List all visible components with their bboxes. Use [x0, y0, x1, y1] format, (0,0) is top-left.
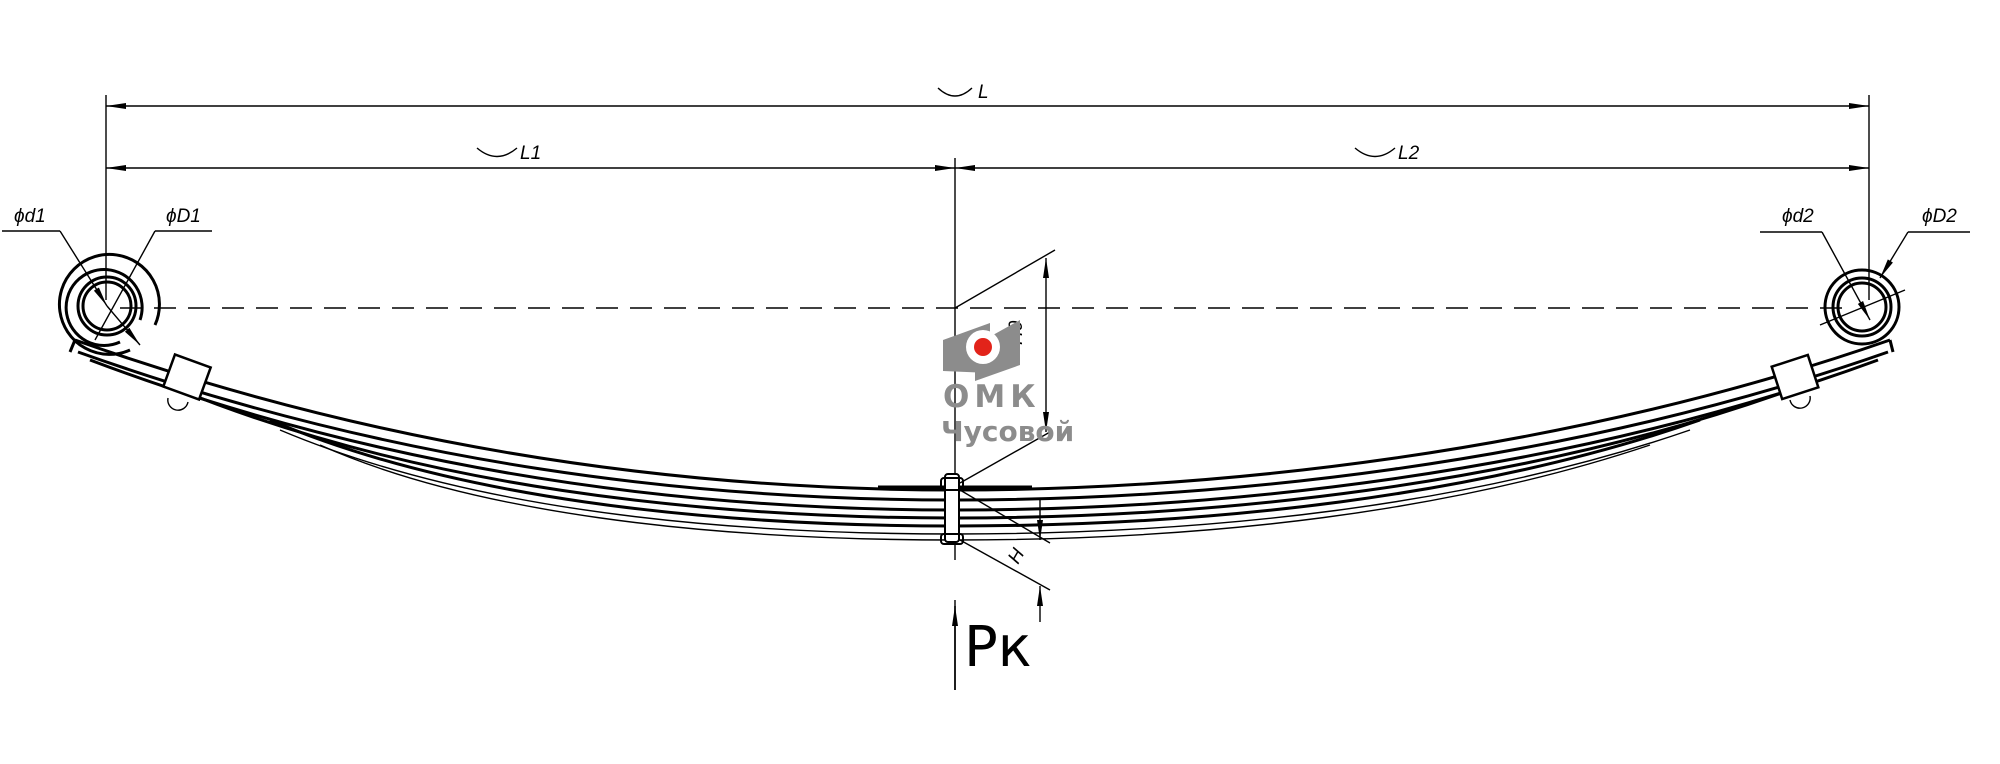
h0-extension-line: [959, 431, 1051, 484]
right-eye-outer-diameter-label: ϕD2: [1922, 206, 1957, 227]
h0-extension-line: [954, 249, 1056, 309]
h-extension-line: [959, 539, 1051, 591]
left-eye: [2, 230, 212, 356]
right-clamp: [1770, 353, 1820, 409]
logo-brand: ОМК: [943, 379, 1041, 415]
red-dot-icon: [974, 338, 992, 356]
dimension-l1-label: L1: [520, 143, 541, 164]
left-clamp: [161, 352, 213, 411]
right-eye: [1760, 231, 1970, 346]
left-eye-outer-diameter-label: ϕD1: [166, 206, 201, 227]
omk-logo: ОМК Чусовой: [941, 320, 1074, 448]
load-label: Pк: [964, 615, 1032, 680]
dimension-l2-label: L2: [1398, 143, 1420, 164]
arc-length-icon: [476, 147, 518, 158]
center-bolt: [940, 473, 964, 545]
logo-plant: Чусовой: [941, 415, 1074, 448]
left-eye-inner-diameter-label: ϕd1: [14, 206, 46, 227]
arc-length-icon: [1354, 147, 1396, 158]
h-extension-line: [959, 489, 1051, 544]
arc-length-icon: [937, 87, 973, 97]
right-eye-inner-diameter-label: ϕd2: [1782, 206, 1814, 227]
dimension-l-label: L: [978, 82, 989, 103]
dimension-h-label: H: [1004, 545, 1029, 568]
